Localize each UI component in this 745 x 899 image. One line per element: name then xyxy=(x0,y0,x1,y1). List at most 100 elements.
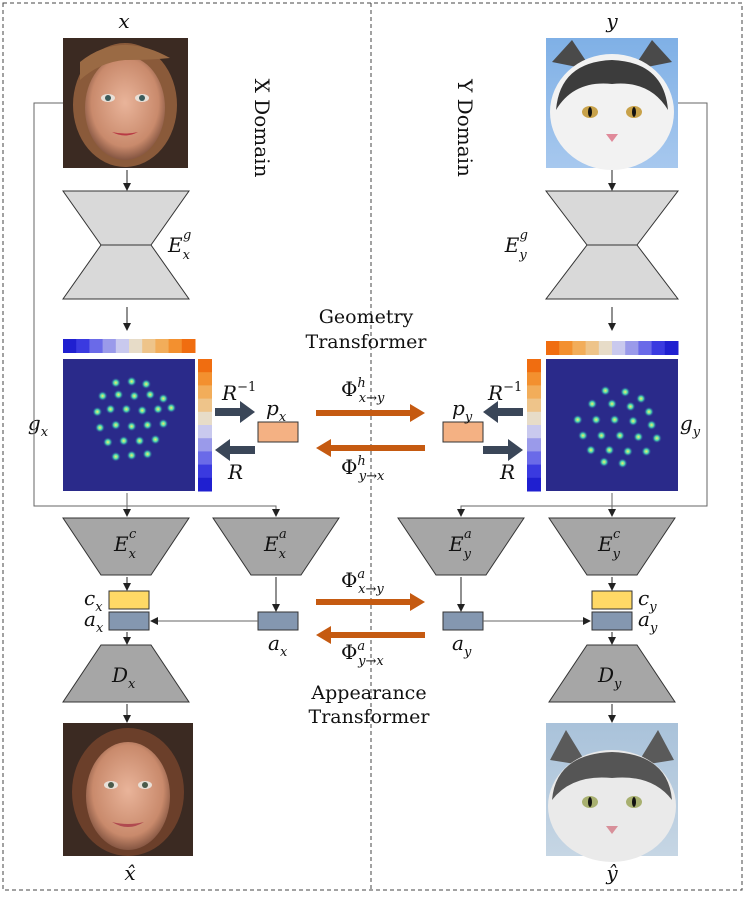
colorbar-cell xyxy=(527,359,541,373)
colorbar-cell xyxy=(129,339,143,353)
colorbar-cell xyxy=(625,341,639,355)
landmark-point xyxy=(102,437,113,448)
colorbar-cell xyxy=(527,451,541,466)
landmark-point xyxy=(97,390,108,401)
svg-text:Exg: Exg xyxy=(167,228,191,263)
landmark-point xyxy=(142,420,153,430)
landmark-point xyxy=(587,398,598,409)
landmark-point xyxy=(142,449,153,460)
landmark-point xyxy=(158,393,169,404)
colorbar-cell xyxy=(76,339,90,353)
colorbar-cell xyxy=(638,341,653,355)
x-hat-label: x̂ xyxy=(124,861,135,885)
appearance-y-to-x-arrow xyxy=(316,626,425,644)
y-geometry-encoder-label: Eyg xyxy=(504,228,528,263)
landmark-point xyxy=(110,451,121,462)
x-r-inverse-arrow xyxy=(215,401,255,423)
landmark-point xyxy=(604,445,615,456)
landmark-point xyxy=(572,414,583,425)
landmark-point xyxy=(599,456,610,467)
landmark-point xyxy=(110,377,121,388)
a-x-mid-box xyxy=(257,611,299,631)
a-y-mid-label: ay xyxy=(452,631,472,660)
c-x-box xyxy=(108,590,150,610)
landmark-point xyxy=(622,446,633,457)
landmark-point xyxy=(609,414,620,425)
landmark-point xyxy=(643,406,654,417)
y-output-image xyxy=(546,723,678,862)
landmark-point xyxy=(617,458,628,469)
landmark-point xyxy=(158,418,169,429)
landmark-point xyxy=(129,390,140,401)
y-input-label: y xyxy=(605,9,618,33)
landmark-point xyxy=(596,430,607,441)
landmark-point xyxy=(166,402,177,413)
colorbar-cell xyxy=(598,341,613,355)
x-content-encoder xyxy=(62,517,190,576)
landmark-point xyxy=(620,387,631,397)
colorbar-cell xyxy=(527,411,541,426)
landmark-point xyxy=(137,405,148,416)
landmark-point xyxy=(651,433,662,444)
c-y-box xyxy=(591,590,633,610)
colorbar-cell xyxy=(198,359,212,373)
y-horizontal-colorbar xyxy=(546,341,679,355)
colorbar-cell xyxy=(527,385,541,400)
colorbar-cell xyxy=(527,425,541,439)
y-r-label: R xyxy=(499,460,515,484)
landmark-point xyxy=(105,404,116,415)
d-x-label: Dx xyxy=(111,663,136,692)
x-horizontal-colorbar xyxy=(63,339,196,353)
x-domain-label: X Domain xyxy=(250,79,274,178)
landmark-point xyxy=(636,393,647,404)
colorbar-cell xyxy=(527,477,541,492)
x-r-inverse-label: R−1 xyxy=(221,380,256,405)
x-geometry-encoder-label: Exg xyxy=(167,228,191,263)
y-r-inverse-arrow xyxy=(483,401,523,423)
y-vertical-colorbar xyxy=(527,359,541,492)
colorbar-cell xyxy=(527,438,541,452)
landmark-point xyxy=(118,435,129,446)
y-content-encoder xyxy=(548,517,676,576)
svg-text:Eyg: Eyg xyxy=(504,228,528,263)
x-appearance-encoder xyxy=(212,517,340,576)
e-c-y-label: Eyc xyxy=(597,527,621,562)
landmark-point xyxy=(145,389,156,400)
y-heatmap xyxy=(546,359,678,491)
colorbar-cell xyxy=(546,341,560,355)
x-landmark-points xyxy=(92,376,177,462)
y-landmark-points xyxy=(572,385,662,469)
e-a-x-label: Exa xyxy=(263,527,287,562)
e-a-y-label: Eya xyxy=(448,527,472,562)
p-y-label: py xyxy=(452,396,473,425)
landmark-point xyxy=(600,385,611,396)
colorbar-cell xyxy=(664,341,679,355)
colorbar-cell xyxy=(198,372,212,386)
x-r-label: R xyxy=(227,460,243,484)
geometry-transformer-title-2: Transformer xyxy=(306,331,428,353)
g-y-label: gy xyxy=(680,411,701,440)
landmark-point xyxy=(607,398,617,409)
colorbar-cell xyxy=(527,372,541,386)
a-x-label: ax xyxy=(84,607,104,636)
x-input-image xyxy=(63,38,188,168)
geometry-y-to-x-arrow xyxy=(316,439,425,457)
landmark-point xyxy=(94,422,105,433)
colorbar-cell xyxy=(572,341,587,355)
a-y-box xyxy=(591,611,633,631)
g-x-label: gx xyxy=(28,411,49,440)
geometry-transformer-title-1: Geometry xyxy=(319,306,414,328)
colorbar-cell xyxy=(181,339,196,353)
landmark-point xyxy=(628,416,639,427)
colorbar-cell xyxy=(198,438,212,452)
y-skip-connection xyxy=(457,102,708,517)
y-hat-label: ŷ xyxy=(605,861,618,885)
landmark-point xyxy=(585,445,596,456)
landmark-point xyxy=(141,379,152,390)
x-input-label: x xyxy=(118,9,129,33)
landmark-point xyxy=(134,435,145,446)
colorbar-cell xyxy=(585,341,600,355)
landmark-point xyxy=(614,430,625,441)
